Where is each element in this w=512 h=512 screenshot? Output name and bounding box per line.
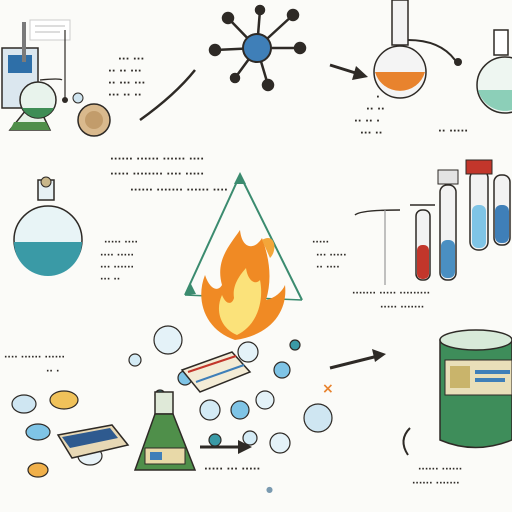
arrow-icon [200, 440, 252, 454]
caption-line: ·· ·· · [354, 116, 380, 127]
caption-line: ·· ···· [316, 263, 340, 273]
caption-center-top: ······ ······ ······ ···· ····· ········… [110, 154, 228, 196]
caption-line: ·· ····· [438, 126, 468, 137]
caption-left-mid: ····· ···· ···· ····· ··· ······ ··· ·· [100, 238, 138, 285]
stand-icon [354, 204, 435, 285]
caption-line: ····· [312, 238, 329, 248]
caption-bottom-left: ···· ······ ······ ·· · [4, 353, 65, 377]
caption-under-flask: · ·· ·· ·· ·· · ··· ·· [354, 92, 385, 139]
caption-line: ······ ······· [412, 479, 460, 489]
arrow-icon [329, 63, 368, 80]
flame-icon [201, 230, 286, 340]
test-tube-icon [465, 159, 493, 251]
round-flask-icon [476, 29, 512, 114]
bracket-icon [402, 427, 411, 456]
caption-line: ······· ····· ········· [352, 289, 430, 299]
test-tube-icon [493, 174, 511, 246]
caption-line: ··· ·· ·· [108, 90, 142, 101]
round-flask-icon [19, 81, 57, 119]
molecule-icon [208, 4, 307, 92]
caption-line: · [376, 92, 380, 103]
round-flask-icon [373, 0, 462, 99]
caption-right-mid: ····· ··· ····· ·· ···· [312, 238, 347, 273]
caption-line: ····· ···· [104, 238, 138, 248]
caption-line: ···· ····· [100, 251, 134, 261]
caption-line: ·· · [46, 367, 59, 377]
caption-line: ····· ······· [380, 303, 424, 313]
test-tube-icon [437, 169, 459, 281]
test-tube-icon [415, 209, 431, 281]
caption-far-right: ·· ····· [438, 126, 468, 137]
arrow-icon [139, 69, 196, 122]
slide-icon [180, 351, 252, 393]
caption-line: ·· ·· ··· [108, 66, 142, 77]
caption-line: ······ ······ ······ ···· [110, 154, 204, 165]
caption-line: ····· ··· ····· [204, 464, 260, 475]
caption-right-lower: ······· ····· ········· ····· ······· [352, 289, 430, 313]
droplet-icon [11, 390, 103, 478]
caption-bottom-right: ······ ······ ······ ······· [412, 465, 462, 489]
caption-line: ······ ······ [418, 465, 462, 475]
caption-line: ··· ·· [100, 275, 120, 285]
caption-bottom-center: ····· ··· ····· [204, 464, 260, 475]
stand-icon [1, 19, 71, 109]
conical-flask-icon [133, 391, 197, 471]
small-mark: ● [266, 485, 273, 494]
book-icon [56, 424, 130, 459]
caption-line: ··· ····· [316, 251, 347, 261]
caption-line: ·· ··· ··· [108, 78, 145, 89]
caption-top-left: ··· ··· ·· ·· ··· ·· ··· ··· ··· ·· ·· [108, 54, 145, 101]
caption-line: ······ ······· ······ ···· [130, 185, 228, 196]
round-flask-icon [13, 176, 83, 276]
cross-mark: × [322, 381, 334, 397]
petri-dish-icon [77, 103, 111, 137]
caption-line: ··· ··· [118, 54, 144, 65]
caption-line: ·· ·· [366, 104, 385, 115]
caption-line: ····· ········ ···· ····· [110, 169, 204, 180]
caption-line: ··· ······ [100, 263, 134, 273]
arrow-icon [329, 349, 386, 370]
caption-line: ···· ······ ······ [4, 353, 65, 363]
caption-line: ··· ·· [360, 128, 382, 139]
canister-icon [439, 329, 512, 449]
